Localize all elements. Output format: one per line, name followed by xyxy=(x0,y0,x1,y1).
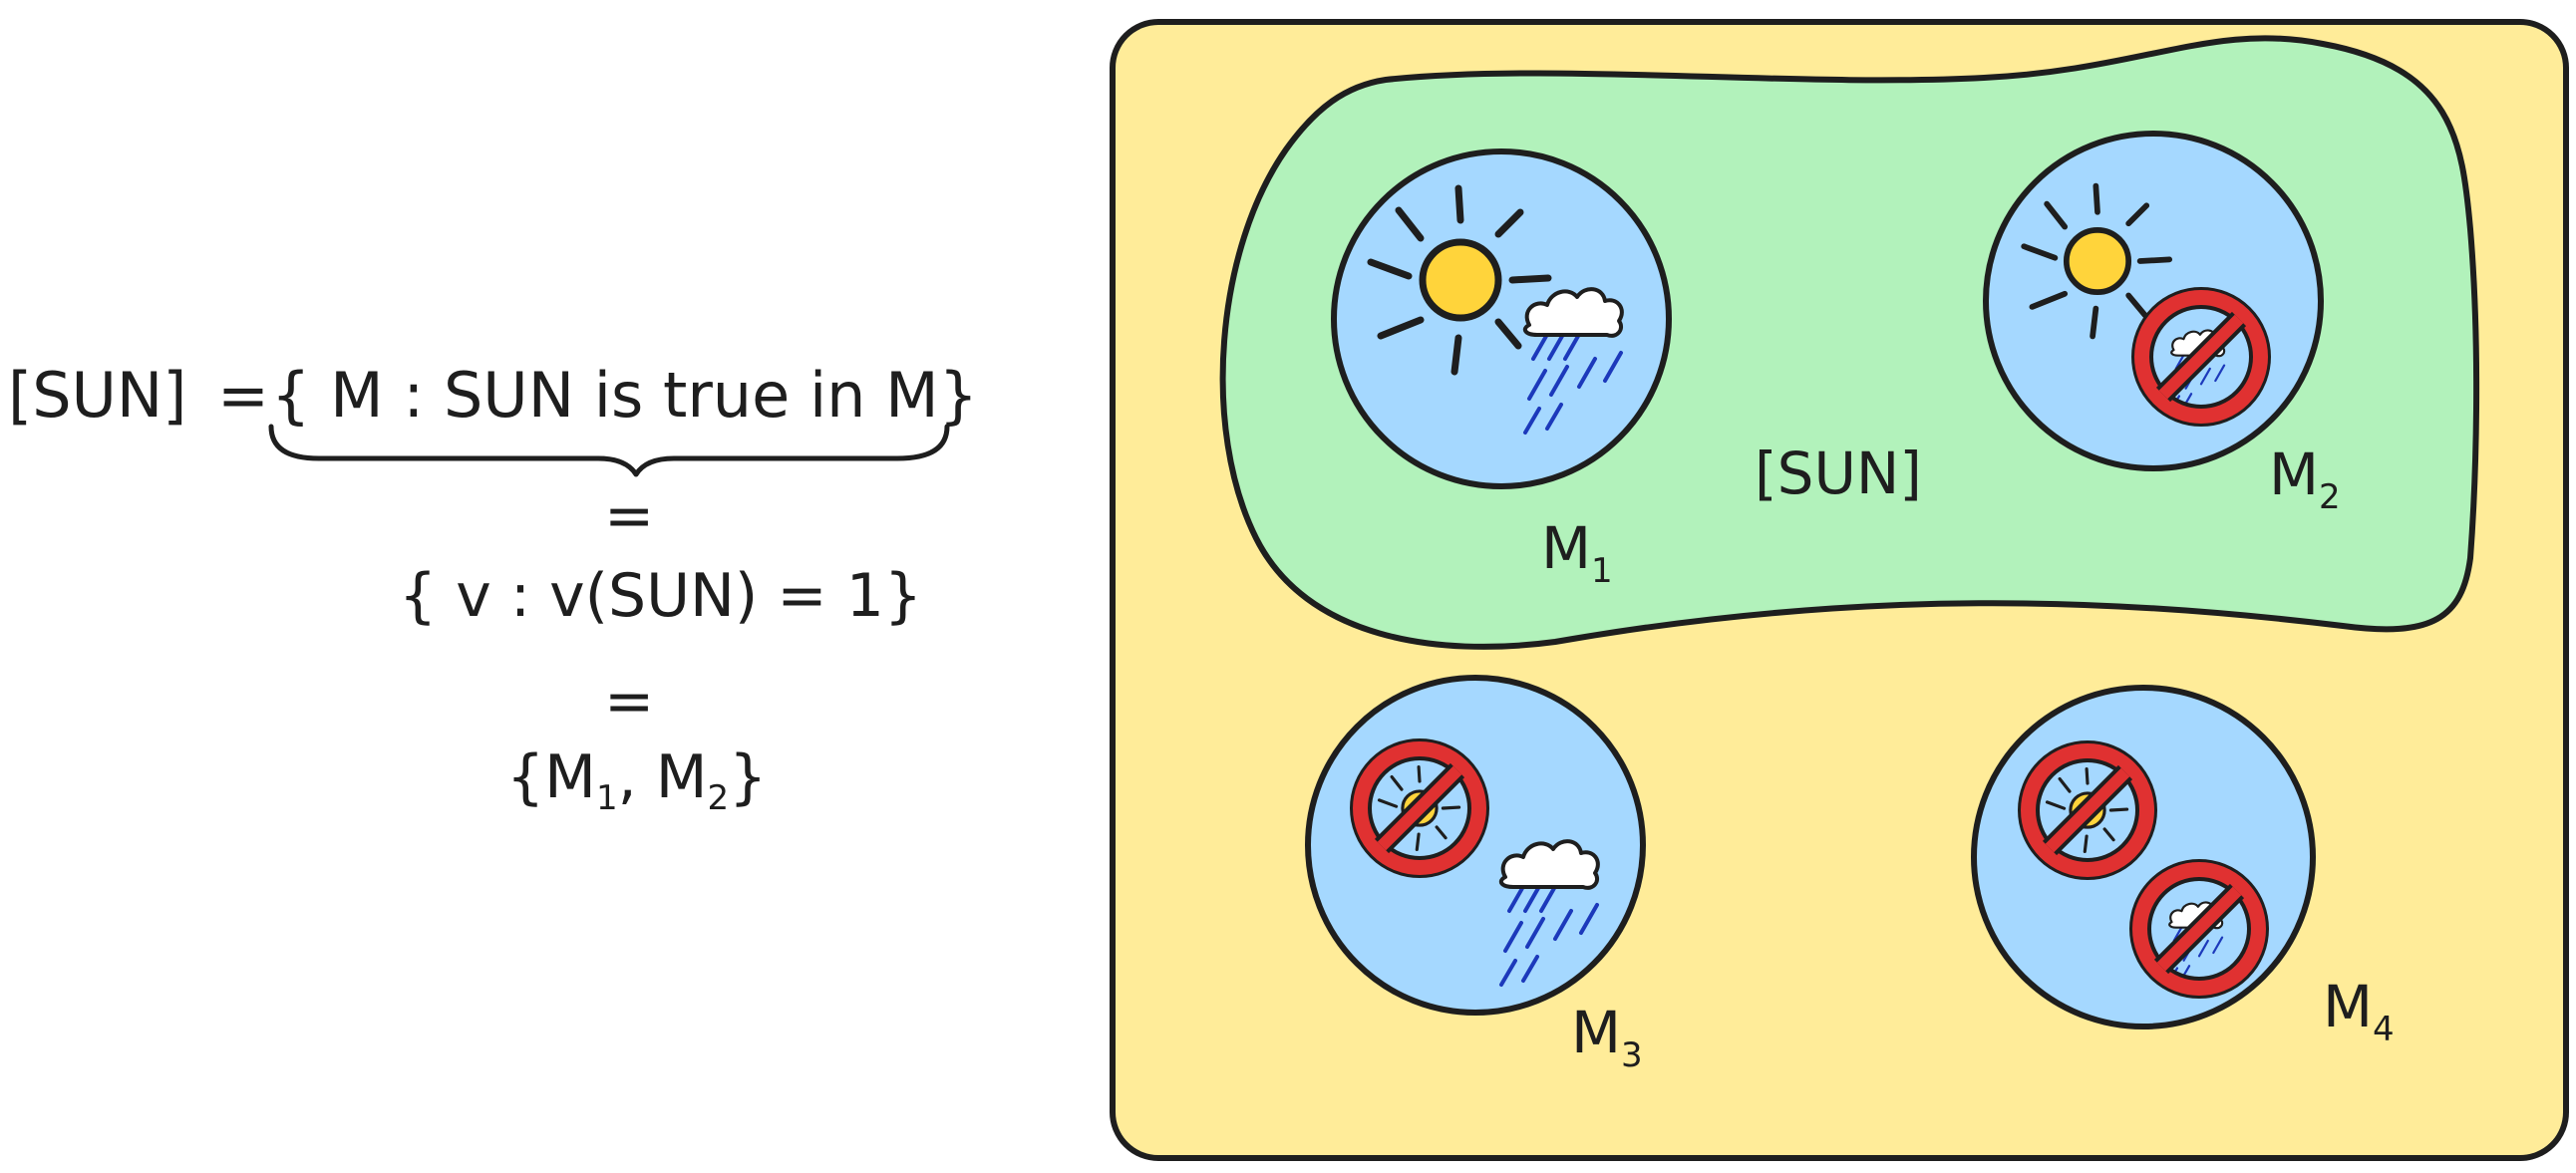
model-m1: M1 xyxy=(1331,148,1672,591)
equation-eq-2: = xyxy=(604,481,654,551)
sun-region-label: [SUN] xyxy=(1755,440,1922,507)
model-m3-label: M3 xyxy=(1571,999,1643,1075)
underbrace xyxy=(268,424,950,477)
equation-block: [SUN] = { M : SUN is true in M} = { v : … xyxy=(8,359,978,818)
model-m4: M4 xyxy=(1971,685,2395,1049)
model-m1-label: M1 xyxy=(1541,514,1613,591)
equation-set-definition: { M : SUN is true in M} xyxy=(271,359,978,432)
model-m4-label: M4 xyxy=(2323,973,2395,1049)
model-m2-label: M2 xyxy=(2269,440,2341,517)
model-m2: M2 xyxy=(1983,131,2341,517)
equation-valuation-set: { v : v(SUN) = 1} xyxy=(399,561,922,631)
equation-eq-3: = xyxy=(604,667,654,736)
equation-eq-1: = xyxy=(217,359,269,432)
model-m3: M3 xyxy=(1305,675,1646,1075)
equation-lhs: [SUN] xyxy=(8,359,187,432)
equation-model-set: {M1, M2} xyxy=(506,742,767,818)
